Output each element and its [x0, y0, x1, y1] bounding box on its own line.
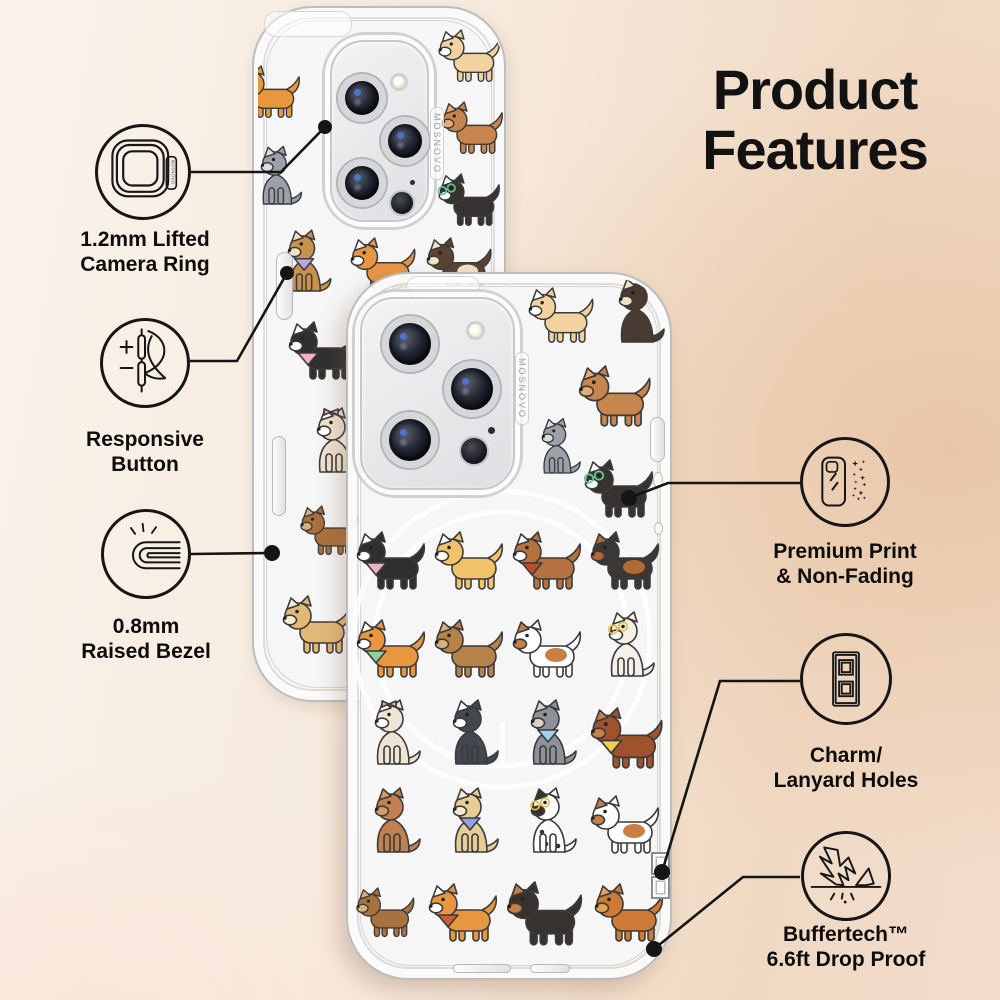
dog-sheepdog — [530, 699, 577, 765]
premium-print-label: Premium Print & Non-Fading — [773, 540, 917, 588]
sparkle-stars — [851, 460, 867, 501]
side-cutout — [654, 522, 663, 535]
drop-proof-icon — [810, 846, 882, 904]
drop-proof-label: Buffertech™ 6.6ft Drop Proof — [766, 923, 926, 971]
dog-bulldog — [512, 531, 582, 590]
page-title: Product Features — [630, 58, 1000, 182]
camera-flash-icon — [466, 321, 485, 340]
dog-husky — [452, 699, 499, 765]
dog-akita — [528, 287, 594, 343]
title-line-1: Product — [712, 58, 919, 121]
camera-ring-callout: MOSNOVO — [95, 124, 191, 220]
mic-hole-icon — [488, 427, 495, 434]
dog-akita — [438, 29, 500, 83]
dog-poodle — [374, 699, 421, 765]
premium-print-icon — [821, 456, 867, 507]
power-button — [650, 417, 665, 462]
brand-camera-clip: MOSNOVO — [430, 107, 444, 181]
dog-corgi — [356, 619, 426, 678]
dog-beagle — [590, 795, 660, 854]
port-cutout — [530, 964, 570, 973]
drop-proof-callout — [801, 831, 891, 921]
dog-pug — [441, 101, 503, 155]
lidar-sensor-icon — [459, 436, 489, 466]
charm-lanyard-holes-label: Charm/ Lanyard Holes — [773, 744, 919, 792]
dog-goldendoodle — [374, 787, 421, 853]
brand-camera-clip: MOSNOVO — [515, 352, 529, 426]
camera-lens-icon — [338, 74, 386, 122]
speaker-cutout — [453, 964, 511, 973]
lidar-sensor-icon — [389, 190, 415, 216]
dog-border-collie — [356, 531, 426, 590]
dog-poodle — [316, 407, 363, 473]
charm-lanyard-holes-callout — [800, 633, 892, 725]
responsive-button-icon — [119, 328, 167, 393]
dog-bernese-puppy — [618, 278, 665, 343]
raised-bezel-icon — [129, 522, 181, 570]
dog-chihuahua — [356, 887, 415, 938]
dog-dachshund — [590, 707, 663, 769]
dog-pattern-print — [352, 278, 665, 946]
charm-lanyard-holes-icon — [832, 651, 860, 707]
dog-dalmatian — [529, 787, 577, 853]
dog-schnauzer — [541, 417, 581, 474]
phone-case-back-lower: MOSNOVO — [346, 272, 672, 980]
raised-bezel-callout — [101, 509, 191, 599]
camera-lens-icon — [382, 316, 438, 372]
raised-bezel-label: 0.8mm Raised Bezel — [81, 615, 211, 663]
camera-lens-icon — [382, 412, 438, 468]
brand-micro-text: MOSNOVO — [171, 160, 176, 185]
dog-dachshund-black — [506, 881, 583, 946]
dog-corgi — [434, 531, 504, 590]
camera-lens-icon — [444, 361, 500, 417]
camera-ring-icon: MOSNOVO — [111, 139, 178, 198]
title-line-2: Features — [702, 118, 928, 182]
dog-corgi — [258, 65, 300, 119]
side-rail-detail — [272, 436, 286, 516]
dog-pug — [578, 365, 651, 427]
dog-maltese — [607, 611, 655, 677]
camera-lens-icon — [338, 159, 386, 207]
dog-yorkie — [434, 619, 504, 678]
dog-golden-retriever — [282, 595, 352, 654]
camera-lens-icon — [381, 117, 429, 165]
camera-flash-icon — [390, 73, 408, 91]
dog-boston-terrier — [437, 173, 500, 227]
dog-corgi — [428, 883, 498, 942]
dog-chihuahua — [300, 505, 359, 556]
camera-ring-label: 1.2mm Lifted Camera Ring — [80, 228, 210, 276]
premium-print-callout — [800, 437, 890, 527]
case-top-bumper — [264, 11, 352, 37]
responsive-button-callout — [100, 318, 190, 408]
dog-rough-collie — [287, 229, 332, 292]
dog-bernese — [590, 531, 660, 590]
dog-cavalier — [512, 619, 582, 678]
mic-hole-icon — [410, 180, 415, 185]
dog-golden-puppy — [452, 787, 499, 853]
responsive-button-label: Responsive Button — [86, 428, 204, 476]
